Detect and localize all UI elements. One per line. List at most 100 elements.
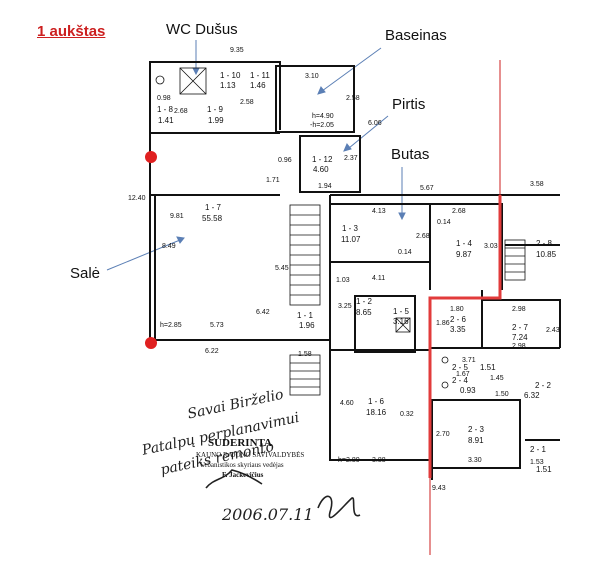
room-area: 8.65	[356, 308, 372, 317]
room-area: 1.99	[208, 116, 224, 125]
dim-label: 2.58	[240, 99, 254, 106]
callout-pirtis: Pirtis	[392, 96, 426, 113]
room-code: 1 - 12	[312, 155, 333, 164]
sanitary-fixtures	[155, 67, 449, 389]
dimension-labels: 9.35 0.98 2.68 2.58 3.10 2.58 h=4.90 -h=…	[128, 47, 560, 492]
handwritten-date: 2006.07.11	[221, 505, 314, 524]
room-area: 11.07	[341, 235, 361, 244]
room-code: 1 - 9	[207, 105, 224, 114]
room-code: 2 - 1	[530, 445, 547, 454]
dim-label: 4.11	[372, 275, 385, 282]
room-area: 3.35	[450, 325, 466, 334]
room-area: 1.96	[299, 321, 315, 330]
room-code: 2 - 4	[452, 376, 469, 385]
dim-label: h=2.80	[338, 457, 360, 464]
dim-label: 4.60	[340, 400, 354, 407]
dim-label: -h=2.05	[310, 122, 334, 129]
dim-label: 3.58	[530, 181, 544, 188]
dim-label: 0.98	[157, 95, 171, 102]
room-code: 2 - 7	[512, 323, 529, 332]
dim-label: 12.40	[128, 195, 146, 202]
dim-label: 2.68	[452, 208, 466, 215]
room-area: 8.91	[468, 436, 484, 445]
dim-label: 2.70	[436, 431, 450, 438]
stamp-line: SUDERINTA	[208, 437, 272, 449]
room-area: 1.51	[480, 363, 496, 372]
stamp-line: KAUNO RAJONO SAVIVALDYBĖS	[196, 451, 304, 459]
dim-label: 1.71	[266, 177, 280, 184]
dim-label: 2.37	[344, 155, 358, 162]
room-code: 2 - 5	[452, 363, 469, 372]
dim-label: 1.94	[318, 183, 332, 190]
dim-label: 0.96	[278, 157, 292, 164]
room-code: 2 - 8	[536, 239, 553, 248]
room-area: 10.85	[536, 250, 557, 259]
room-area: 1.51	[536, 465, 552, 474]
dim-label: 3.10	[305, 73, 319, 80]
callout-sale: Salė	[70, 265, 101, 282]
dim-label: 1.50	[495, 391, 509, 398]
room-area: 1.13	[220, 81, 236, 90]
room-code: 1 - 4	[456, 239, 473, 248]
room-code: 2 - 3	[468, 425, 485, 434]
dim-label: 9.81	[170, 213, 184, 220]
dim-label: 5.73	[210, 322, 224, 329]
room-area: 0.93	[460, 386, 476, 395]
dim-label: 2.68	[174, 108, 188, 115]
dim-label: 4.13	[372, 208, 386, 215]
page-title: 1 aukštas	[37, 23, 106, 40]
room-code: 2 - 6	[450, 315, 467, 324]
callout-baseinas: Baseinas	[385, 27, 447, 44]
dim-label: 1.86	[436, 320, 450, 327]
callout-butas: Butas	[391, 146, 430, 163]
dim-label: 9.35	[230, 47, 244, 54]
dim-label: 5.67	[420, 185, 434, 192]
stamp-line: Urbanistikos skyriaus vedėjas	[200, 461, 284, 469]
room-area: 7.24	[512, 333, 528, 342]
marker-dot-upper	[145, 151, 157, 163]
room-area: 6.32	[524, 391, 540, 400]
room-code: 1 - 7	[205, 203, 222, 212]
room-code: 1 - 8	[157, 105, 174, 114]
room-area: 9.87	[456, 250, 472, 259]
room-area: 18.16	[366, 408, 387, 417]
dim-label: 1.45	[490, 375, 504, 382]
room-code: 1 - 5	[393, 307, 410, 316]
dim-label: 2.98	[512, 306, 526, 313]
approval-stamp: SUDERINTA KAUNO RAJONO SAVIVALDYBĖS Urba…	[196, 437, 304, 479]
dim-label: 1.67	[456, 371, 470, 378]
dim-label: 6.42	[256, 309, 270, 316]
stairs	[289, 204, 526, 396]
dim-label: 3.30	[468, 457, 482, 464]
room-area: 3.16	[393, 317, 409, 326]
room-code: 1 - 2	[356, 297, 373, 306]
room-code: 1 - 11	[250, 71, 270, 80]
room-code: 1 - 6	[368, 397, 385, 406]
dim-label: h=2.85	[160, 322, 182, 329]
dim-label: 6.06	[368, 120, 382, 127]
room-area: 1.41	[158, 116, 174, 125]
marker-dot-lower	[145, 337, 157, 349]
dim-label: 0.32	[400, 411, 414, 418]
dim-label: h=4.90	[312, 113, 334, 120]
callout-wc-dusus: WC Dušus	[166, 21, 238, 38]
dim-label: 2.98	[512, 343, 526, 350]
room-area: 4.60	[313, 165, 329, 174]
dim-label: 3.03	[484, 243, 498, 250]
room-area: 55.58	[202, 214, 223, 223]
dim-label: 6.22	[205, 348, 219, 355]
dim-label: 5.45	[275, 265, 289, 272]
dim-label: 1.53	[530, 459, 544, 466]
room-area: 1.46	[250, 81, 266, 90]
stamp-line: F. Jackevičius	[222, 471, 264, 479]
dim-label: 3.71	[462, 357, 476, 364]
room-code: 1 - 10	[220, 71, 241, 80]
dim-label: 2.43	[546, 327, 560, 334]
boundary-highlight	[428, 195, 502, 478]
room-labels: 1 - 8 1.41 1 - 9 1.99 1 - 10 1.13 1 - 11…	[157, 71, 557, 474]
boundary-line	[429, 60, 501, 555]
dim-label: 1.58	[298, 351, 312, 358]
dim-label: 1.03	[336, 277, 350, 284]
signature	[205, 469, 361, 519]
